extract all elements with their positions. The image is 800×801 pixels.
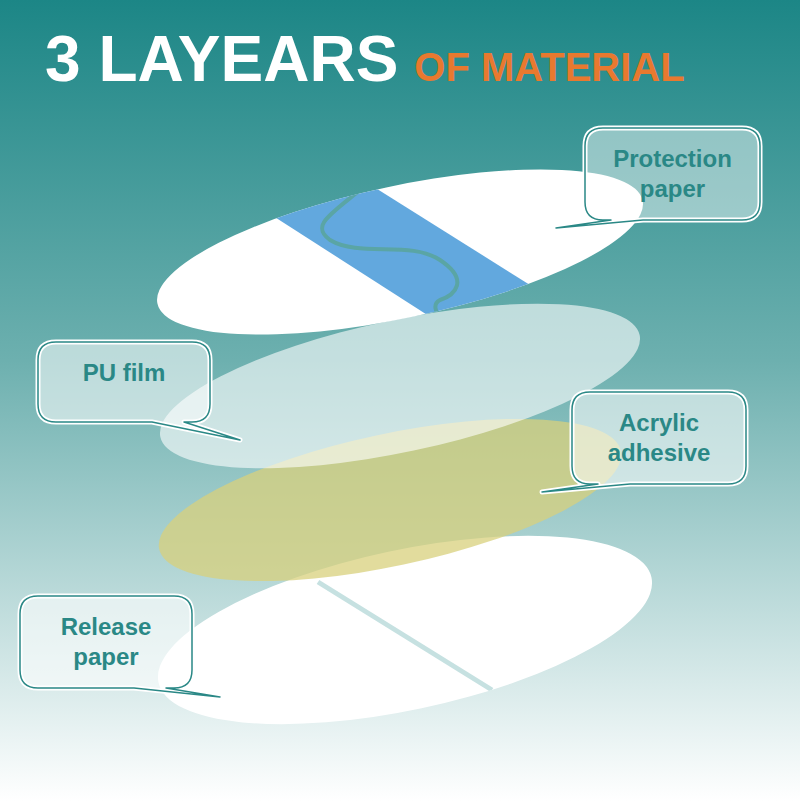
- callout-text: Acrylic adhesive: [572, 392, 746, 484]
- bubble-outline: [585, 128, 760, 220]
- title-bar: 3 LAYEARS OF MATERIAL: [45, 22, 685, 96]
- bubble-outline: [20, 596, 192, 688]
- callout-bubble: Acrylic adhesive: [572, 392, 746, 484]
- callout-text: Release paper: [20, 596, 192, 688]
- callout-text: Protection paper: [585, 128, 760, 220]
- callout-bubble: PU film: [38, 342, 210, 422]
- callout-text: PU film: [38, 342, 210, 404]
- bubble-outline: [572, 392, 746, 484]
- callout-bubble: Protection paper: [585, 128, 760, 220]
- protection-paper-layer: [144, 136, 657, 368]
- callout-bubble: Release paper: [20, 596, 192, 688]
- subtitle: OF MATERIAL: [414, 45, 684, 90]
- title: 3 LAYEARS: [45, 22, 398, 96]
